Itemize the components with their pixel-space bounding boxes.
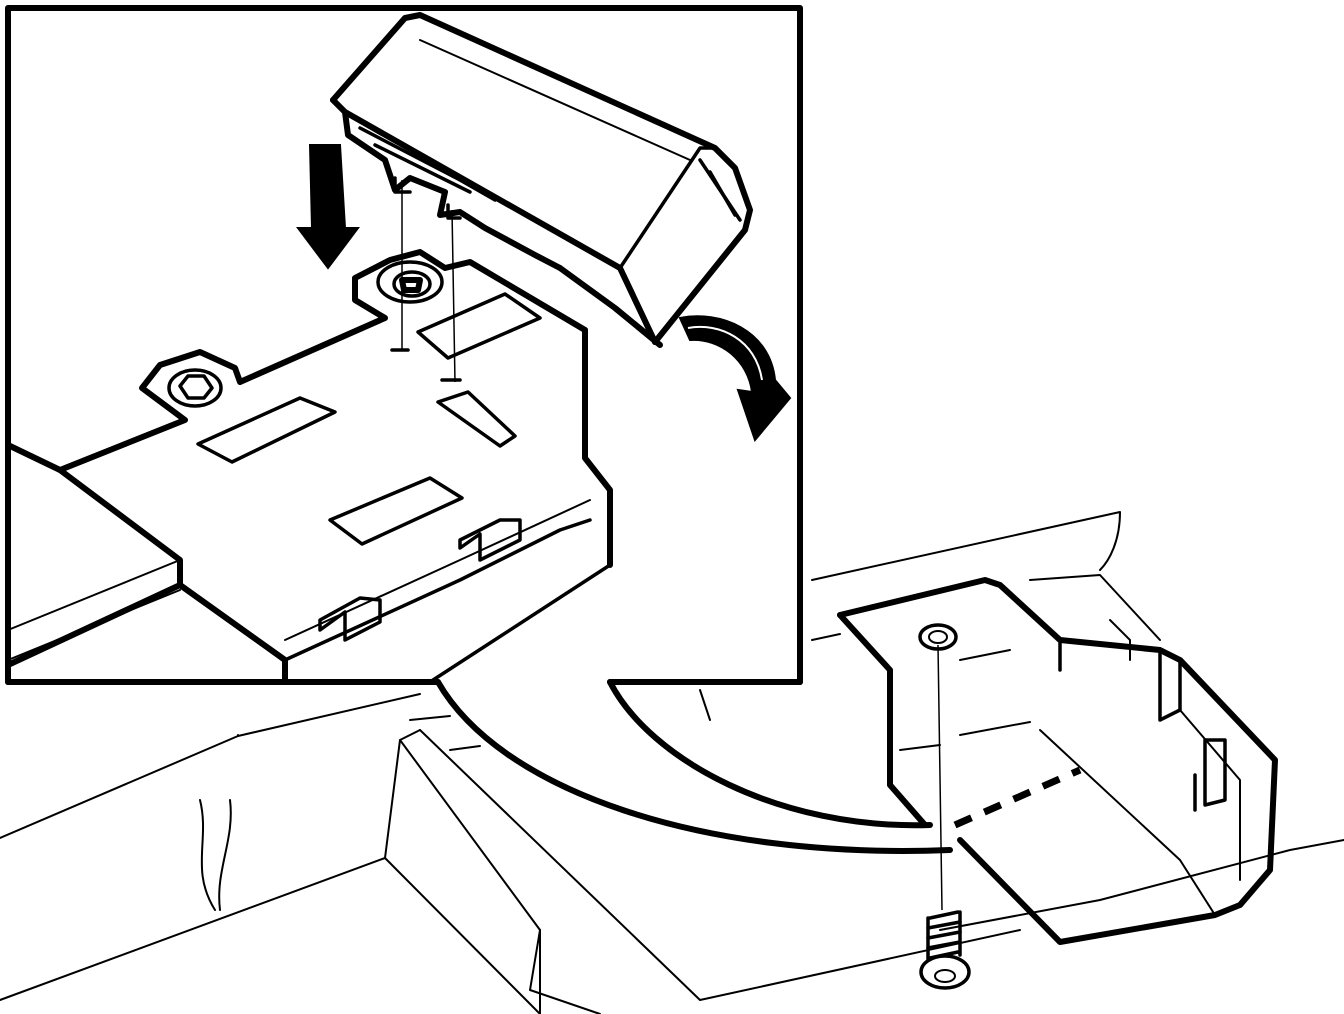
- rotate-arrow: [678, 315, 792, 443]
- insert-arrow: [296, 144, 360, 270]
- detail-inset-frame: [5, 5, 803, 685]
- inset-base-housing: [5, 180, 613, 685]
- callout-leader: [435, 679, 953, 854]
- machine-housing: [0, 511, 1344, 1014]
- mounting-screw: [919, 644, 971, 990]
- cartridge-module: [330, 12, 753, 348]
- mounting-bracket: [837, 577, 1278, 945]
